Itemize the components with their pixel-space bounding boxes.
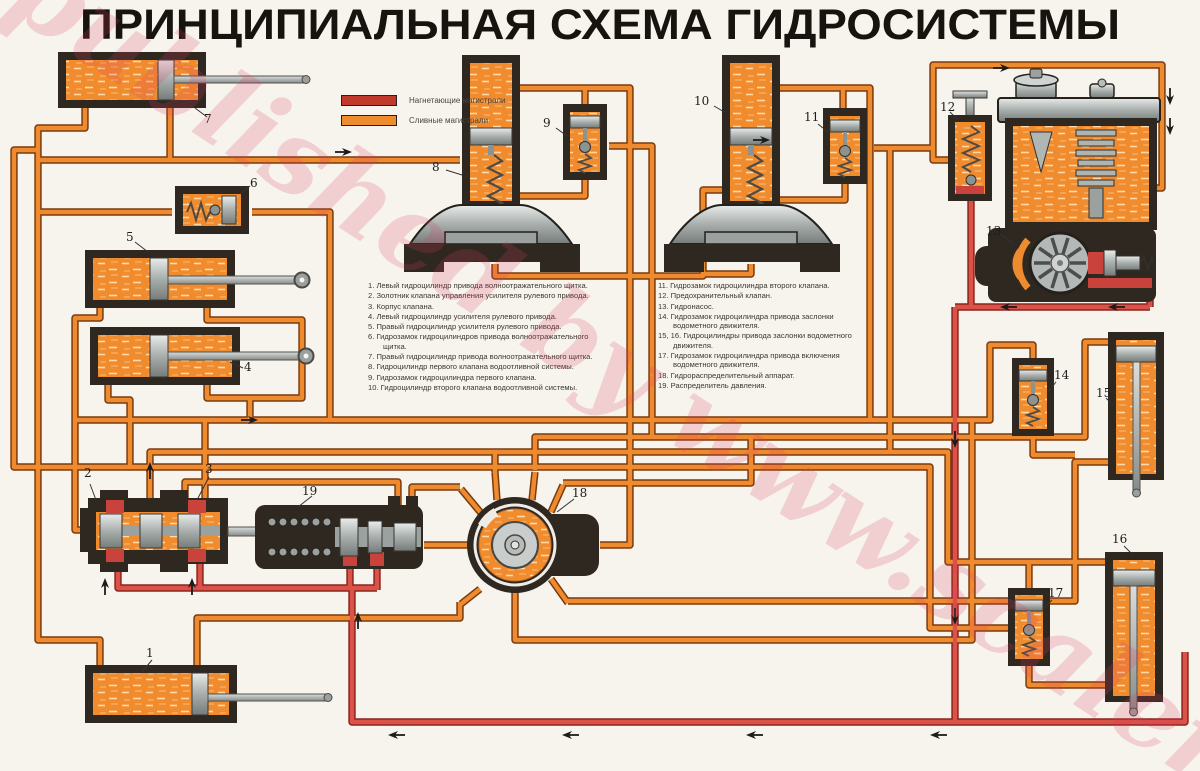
page-title: ПРИНЦИПИАЛЬНАЯ СХЕМА ГИДРОСИСТЕМЫ [79, 1, 1121, 49]
component-label-8: 8 [432, 160, 440, 174]
spool-valve-2-3 [80, 490, 259, 572]
list-item: 1. Левый гидроцилиндр привода волноотраж… [368, 281, 588, 290]
component-label-14: 14 [1054, 368, 1070, 382]
component-label-7: 7 [204, 112, 212, 126]
drain-line-label: Сливные магистрали [409, 116, 489, 125]
component-label-15: 15 [1096, 386, 1112, 400]
list-item: 18. Гидрораспределительный аппарат. [658, 370, 795, 380]
component-label-1: 1 [146, 646, 154, 660]
legend-drain-row: Сливные магистрали [341, 114, 506, 127]
hydraulic-lock-11 [823, 108, 867, 184]
cylinder-16 [1105, 552, 1163, 717]
pressure-distributor-19 [255, 496, 423, 569]
cylinder-7 [58, 52, 311, 108]
list-item: 15, 16. Гидроцилиндры привода заслонки в… [658, 331, 852, 350]
list-item: 8. Гидроцилиндр первого клапана водоотли… [368, 362, 574, 372]
cylinder-4 [90, 327, 315, 385]
component-label-16: 16 [1112, 532, 1128, 546]
list-item: 3. Корпус клапана. [368, 301, 434, 311]
list-item: 17. Гидрозамок гидроцилиндра привода вкл… [658, 351, 840, 370]
cylinder-15 [1108, 332, 1164, 498]
list-item: 19. Распределитель давления. [658, 380, 767, 390]
component-label-6: 6 [250, 176, 258, 190]
hydraulic-lock-6 [175, 186, 249, 234]
component-label-5: 5 [126, 230, 134, 244]
valve-cylinder-10 [664, 55, 840, 272]
component-label-19: 19 [302, 484, 318, 498]
list-item: 2. Золотник клапана управления усилителя… [368, 291, 589, 301]
cylinder-5 [85, 250, 311, 308]
drain-line-swatch [341, 115, 397, 126]
parts-list-column-2: 11. Гидрозамок гидроцилиндра второго кла… [658, 281, 858, 391]
legend: Нагнетающие магистрали Сливные магистрал… [341, 94, 506, 134]
hydraulic-lock-14 [1012, 358, 1054, 436]
hydraulic-lock-9 [563, 104, 607, 180]
hydraulic-lock-17 [1008, 588, 1050, 666]
valve-cylinder-8 [404, 55, 580, 272]
relief-valve-12 [948, 90, 992, 201]
list-item: 13. Гидронасос. [658, 301, 714, 311]
pump-13 [975, 68, 1161, 302]
component-label-18: 18 [572, 486, 588, 500]
list-item: 12. Предохранительный клапан. [658, 291, 773, 301]
component-label-11: 11 [804, 110, 820, 124]
component-label-10: 10 [694, 94, 710, 108]
list-item: 9. Гидрозамок гидроцилиндра первого клап… [368, 372, 537, 382]
component-label-17: 17 [1048, 586, 1064, 600]
list-item: 5. Правый гидроцилиндр усилителя рулевог… [368, 322, 562, 332]
component-label-4: 4 [244, 360, 252, 374]
parts-list-column-1: 1. Левый гидроцилиндр привода волноотраж… [368, 281, 608, 393]
list-item: 14. Гидрозамок гидроцилиндра привода зас… [658, 311, 834, 331]
list-item: 10. Гидроцилиндр второго клапана водоотл… [368, 382, 578, 392]
component-label-13: 13 [986, 224, 1002, 238]
list-item: 4. Левый гидроцилиндр усилителя рулевого… [368, 311, 557, 321]
hydro-distributor-18 [467, 497, 599, 593]
legend-pressure-row: Нагнетающие магистрали [341, 94, 506, 107]
component-label-2: 2 [84, 466, 92, 480]
pressure-line-swatch [341, 95, 397, 106]
component-label-9: 9 [543, 116, 551, 130]
component-label-12: 12 [940, 100, 956, 114]
list-item: 6. Гидрозамок гидроцилиндров привода вол… [368, 332, 589, 351]
component-label-3: 3 [205, 462, 213, 476]
list-item: 7. Правый гидроцилиндр привода волноотра… [368, 352, 593, 362]
cylinder-1 [85, 665, 333, 723]
list-item: 11. Гидрозамок гидроцилиндра второго кла… [658, 281, 830, 290]
label-leaders [89, 105, 1133, 673]
pressure-line-label: Нагнетающие магистрали [409, 96, 506, 105]
